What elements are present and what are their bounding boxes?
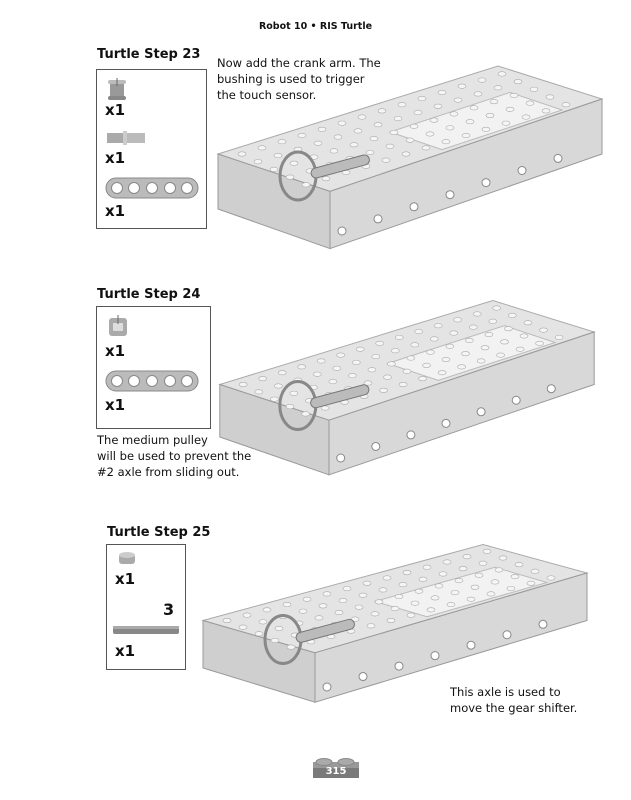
step-24-note: The medium pulley will be used to preven… [97,432,251,480]
part-qty: x1 [105,149,126,167]
step-24-title: Turtle Step 24 [97,287,201,302]
step-23-model-illustration [216,65,604,250]
part-qty: x1 [105,202,126,220]
note-line: The medium pulley [97,433,208,447]
step-23-note: Now add the crank arm. The bushing is us… [217,55,381,103]
note-line: This axle is used to [450,685,561,699]
step-23-parts-box: x1 x1 x1 [96,69,207,229]
note-line: Now add the crank arm. The [217,56,381,70]
part-qty: x1 [105,342,126,360]
step-25-parts-box: x1 3 x1 [106,544,186,670]
axle-length-label: 3 [163,600,175,619]
note-line: will be used to prevent the [97,449,252,463]
brick-icon [313,758,359,778]
part-qty: x1 [105,101,126,119]
connector-peg-icon [107,131,145,145]
step-25-title: Turtle Step 25 [107,525,211,540]
note-line: move the gear shifter. [450,701,578,715]
step-25-model-illustration [201,543,589,703]
note-line: the touch sensor. [217,88,317,102]
step-25-note: This axle is used to move the gear shift… [450,684,577,716]
part-qty: x1 [105,396,126,414]
step-23-title: Turtle Step 23 [97,47,201,62]
note-line: bushing is used to trigger [217,72,365,86]
part-qty: x1 [115,642,136,660]
pulley-icon [109,315,127,336]
running-header: Robot 10 • RIS Turtle [258,21,373,32]
liftarm-5-icon [105,177,199,199]
bushing-icon [108,78,126,100]
bushing-half-icon [119,552,135,564]
part-qty: x1 [115,570,136,588]
step-24-model-illustration [218,299,596,476]
step-24-parts-box: x1 x1 [96,306,211,429]
note-line: #2 axle from sliding out. [97,465,240,479]
axle-icon [113,626,179,634]
page-number-brick: 315 [313,756,359,778]
liftarm-5-icon [105,370,199,392]
page-number: 315 [325,766,347,777]
